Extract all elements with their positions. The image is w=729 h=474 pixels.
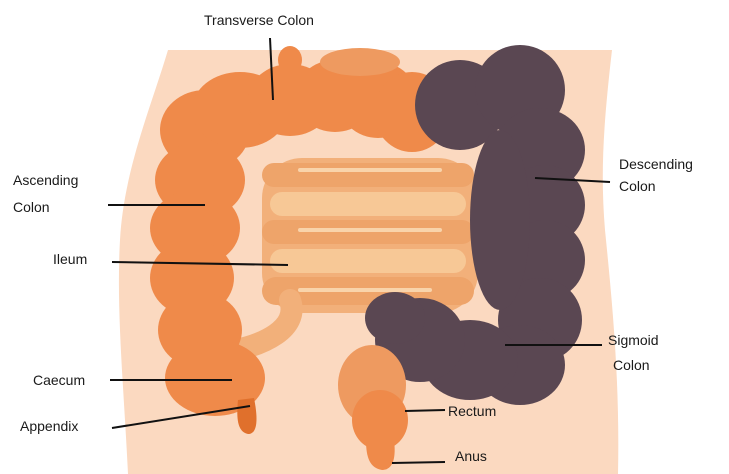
label-ileum: Ileum: [53, 250, 87, 268]
label-descending-colon-line2: Colon: [619, 177, 656, 195]
leader-anus: [392, 462, 445, 463]
label-anus: Anus: [455, 447, 487, 465]
label-ascending-colon-line1: Ascending: [13, 171, 78, 189]
leader-rectum: [405, 410, 445, 411]
label-appendix: Appendix: [20, 417, 78, 435]
label-transverse-colon: Transverse Colon: [204, 11, 314, 29]
label-ascending-colon-line2: Colon: [13, 198, 50, 216]
label-rectum: Rectum: [448, 402, 496, 420]
label-sigmoid-colon-line1: Sigmoid: [608, 331, 659, 349]
label-sigmoid-colon-line2: Colon: [613, 356, 650, 374]
label-caecum: Caecum: [33, 371, 85, 389]
label-descending-colon-line1: Descending: [619, 155, 693, 173]
